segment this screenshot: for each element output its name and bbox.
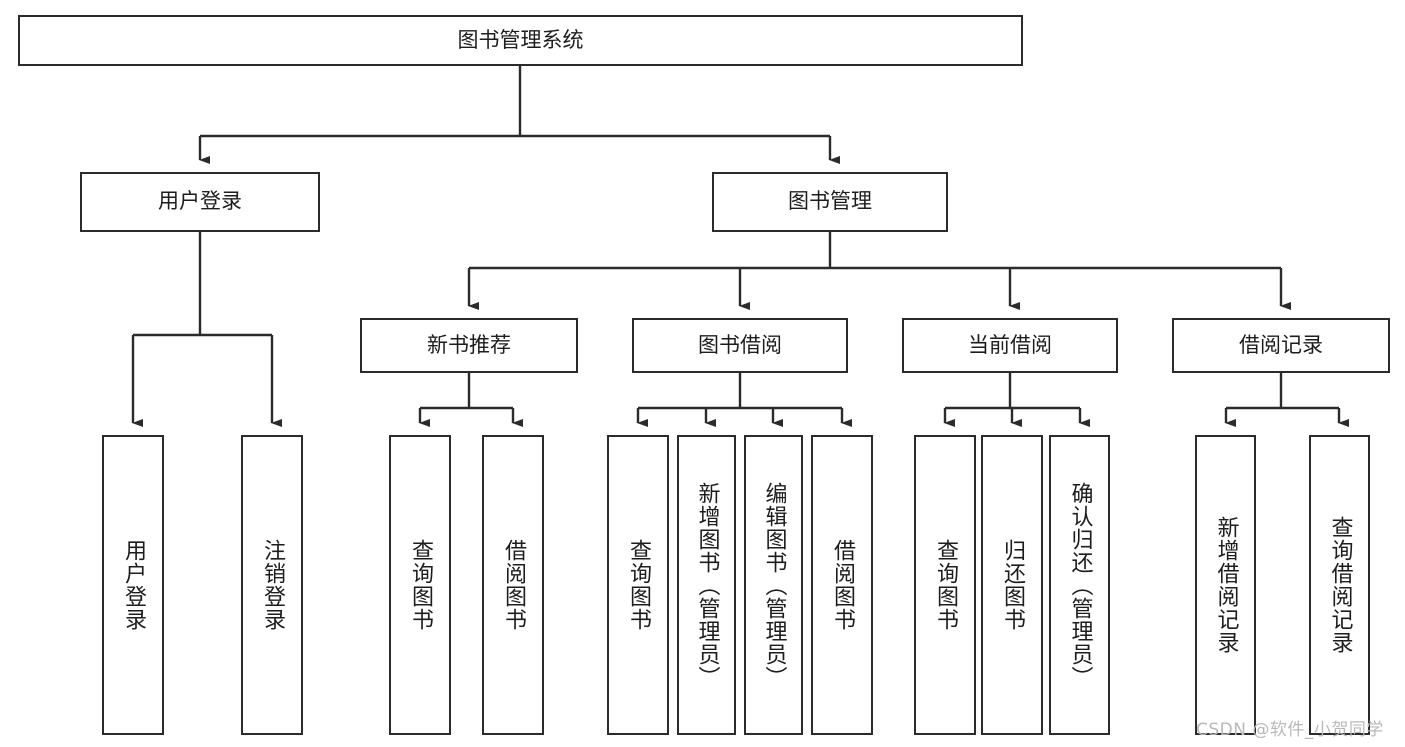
node-user-login[interactable]: 用户登录: [80, 172, 320, 232]
node-leaf-edit-book-admin[interactable]: 编辑图书（管理员）: [744, 435, 803, 735]
node-leaf-return-book[interactable]: 归还图书: [981, 435, 1043, 735]
node-new-book-recommend-label: 新书推荐: [427, 332, 511, 357]
node-leaf-borrow-book[interactable]: 借阅图书: [811, 435, 873, 735]
node-leaf-borrow-book-label: 借阅图书: [829, 539, 855, 631]
node-new-book-recommend[interactable]: 新书推荐: [360, 318, 578, 373]
node-leaf-user-login-label: 用户登录: [120, 539, 146, 631]
node-current-borrow[interactable]: 当前借阅: [902, 318, 1118, 373]
node-leaf-edit-book-admin-label: 编辑图书（管理员）: [761, 481, 787, 689]
node-leaf-add-book-admin-label: 新增图书（管理员）: [694, 481, 720, 689]
node-leaf-confirm-return-admin[interactable]: 确认归还（管理员）: [1049, 435, 1110, 735]
node-book-borrow-label: 图书借阅: [698, 332, 782, 357]
node-leaf-query-book-borrow[interactable]: 查询图书: [607, 435, 669, 735]
node-leaf-query-borrow-record-label: 查询借阅记录: [1327, 516, 1353, 654]
node-leaf-query-book-current[interactable]: 查询图书: [914, 435, 976, 735]
watermark: CSDN @软件_小贺同学: [1196, 720, 1384, 740]
node-book-borrow[interactable]: 图书借阅: [632, 318, 848, 373]
node-leaf-add-borrow-record-label: 新增借阅记录: [1213, 516, 1239, 654]
node-root[interactable]: 图书管理系统: [18, 15, 1023, 66]
node-leaf-logout-login[interactable]: 注销登录: [241, 435, 303, 735]
node-leaf-query-book-borrow-label: 查询图书: [625, 539, 651, 631]
node-leaf-confirm-return-admin-label: 确认归还（管理员）: [1067, 481, 1093, 689]
node-leaf-query-borrow-record[interactable]: 查询借阅记录: [1309, 435, 1370, 735]
node-leaf-query-book-rec[interactable]: 查询图书: [389, 435, 451, 735]
node-borrow-record[interactable]: 借阅记录: [1172, 318, 1390, 373]
node-leaf-add-borrow-record[interactable]: 新增借阅记录: [1195, 435, 1256, 735]
node-leaf-borrow-book-rec[interactable]: 借阅图书: [482, 435, 544, 735]
node-user-login-label: 用户登录: [158, 189, 242, 214]
node-current-borrow-label: 当前借阅: [968, 332, 1052, 357]
node-root-label: 图书管理系统: [457, 27, 584, 52]
node-leaf-add-book-admin[interactable]: 新增图书（管理员）: [677, 435, 736, 735]
node-borrow-record-label: 借阅记录: [1239, 332, 1323, 357]
node-leaf-user-login[interactable]: 用户登录: [102, 435, 164, 735]
node-leaf-return-book-label: 归还图书: [999, 539, 1025, 631]
node-book-management-label: 图书管理: [788, 189, 872, 214]
node-leaf-logout-login-label: 注销登录: [259, 539, 285, 631]
node-leaf-query-book-current-label: 查询图书: [932, 539, 958, 631]
node-leaf-borrow-book-rec-label: 借阅图书: [500, 539, 526, 631]
node-leaf-query-book-rec-label: 查询图书: [407, 539, 433, 631]
node-book-management[interactable]: 图书管理: [712, 172, 948, 232]
